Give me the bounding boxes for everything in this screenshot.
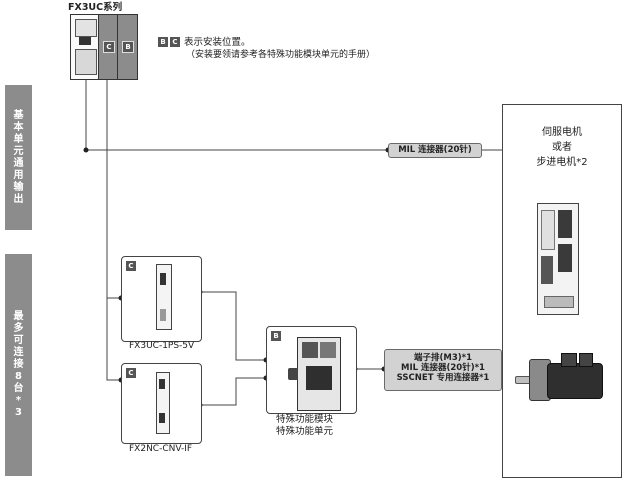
connectors-box: 端子排(M3)*1 MIL 连接器(20针)*1 SSCNET 专用连接器*1 <box>384 349 502 391</box>
servo-line-2: 或者 <box>552 142 572 153</box>
module-special-image <box>288 337 341 411</box>
module-ps-badge: C <box>126 261 136 271</box>
module-ps-box: C <box>121 256 202 342</box>
servo-line-3: 步进电机*2 <box>536 157 588 168</box>
module-special-line-2: 特殊功能单元 <box>276 426 334 437</box>
line-cslot-to-ps <box>106 80 121 299</box>
module-special-box: B <box>266 326 357 414</box>
series-title: FX3UC系列 <box>68 2 123 13</box>
module-special-line-1: 特殊功能模块 <box>276 414 334 425</box>
module-ps-image <box>156 264 172 330</box>
module-cnv-badge: C <box>126 368 136 378</box>
module-special-badge: B <box>271 331 281 341</box>
side-tab-max-connect: 最多可连接8台*3 <box>5 254 32 476</box>
legend-line-2: （安装要领请参考各特殊功能模块单元的手册） <box>186 50 376 60</box>
module-cnv-box: C <box>121 363 202 444</box>
module-cnv-image <box>156 372 170 434</box>
slot-c: C <box>98 14 119 80</box>
servo-motor-box: 伺服电机 或者 步进电机*2 <box>502 104 622 478</box>
mil-connector-label: MIL 连接器(20针) <box>388 143 482 158</box>
servo-line-1: 伺服电机 <box>542 127 582 138</box>
line-cnv-to-special <box>200 377 266 406</box>
module-cnv-label: FX2NC-CNV-IF <box>129 444 193 454</box>
base-unit <box>70 14 101 80</box>
connector-line-2: MIL 连接器(20针)*1 <box>401 363 485 373</box>
module-ps-label: FX3UC-1PS-5V <box>129 341 195 351</box>
line-ps-to-special <box>200 291 266 361</box>
line-cslot-to-cnv <box>106 298 121 381</box>
connector-line-1: 端子排(M3)*1 <box>413 353 472 363</box>
slot-b: B <box>117 14 138 80</box>
legend-badge-b: B <box>158 37 168 47</box>
line-base-to-mil <box>85 80 388 151</box>
connector-line-3: SSCNET 专用连接器*1 <box>396 373 490 383</box>
servo-motor-image <box>515 353 607 411</box>
legend-line-1: 表示安装位置。 <box>184 37 251 48</box>
side-tab-general-output: 基本单元通用输出 <box>5 85 32 230</box>
legend-badge-c: C <box>170 37 180 47</box>
servo-amplifier-image <box>537 203 579 315</box>
